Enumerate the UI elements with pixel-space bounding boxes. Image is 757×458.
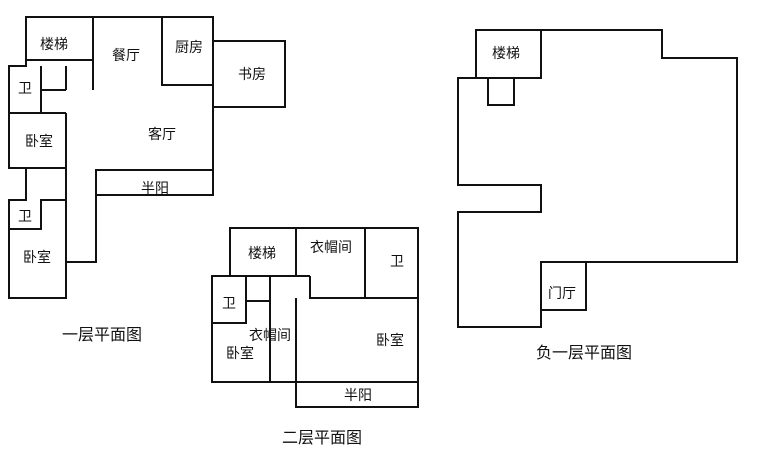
floor1-plan: 楼梯 餐厅 厨房 书房 卫 客厅 卧室 半阳 卫 卧室 一层平面图 — [8, 16, 286, 344]
floor1-outline — [8, 16, 214, 299]
floor1-study-walls — [213, 40, 286, 108]
floor2-bedroom-left-label: 卧室 — [226, 345, 254, 362]
floor2-closet-top-label: 衣帽间 — [310, 240, 352, 256]
floor2-stairs-label: 楼梯 — [248, 246, 276, 262]
basement-interior-walls — [476, 30, 586, 310]
floor1-living-label: 客厅 — [148, 126, 176, 143]
floor1-interior-walls — [9, 17, 213, 262]
floor2-bath-right-label: 卫 — [390, 254, 404, 270]
floor1-kitchen-label: 厨房 — [175, 40, 203, 56]
floor1-bath-upper-label: 卫 — [18, 81, 32, 97]
floor1-bedroom-upper-label: 卧室 — [25, 133, 53, 150]
basement-foyer-label: 门厅 — [548, 286, 576, 302]
floor2-balcony-label: 半阳 — [344, 388, 372, 404]
floor1-bedroom-lower-label: 卧室 — [23, 249, 51, 266]
floor1-balcony-label: 半阳 — [141, 181, 169, 197]
floor2-bedroom-right-label: 卧室 — [376, 332, 404, 349]
floor1-dining-label: 餐厅 — [112, 48, 140, 64]
floor2-caption: 二层平面图 — [282, 428, 362, 447]
floor2-closet-mid-label: 衣帽间 — [249, 328, 291, 344]
floor2-plan: 楼梯 衣帽间 卫 卫 衣帽间 卧室 卧室 半阳 二层平面图 — [211, 227, 419, 447]
floor1-study-label: 书房 — [238, 67, 266, 83]
basement-outline — [457, 29, 738, 328]
basement-plan: 楼梯 门厅 负一层平面图 — [457, 29, 738, 362]
floor1-stairs-label: 楼梯 — [40, 37, 68, 53]
basement-stairs-label: 楼梯 — [492, 46, 520, 62]
floor2-interior-walls — [212, 228, 418, 383]
floor1-bath-lower-label: 卫 — [18, 209, 32, 225]
floor2-bath-left-label: 卫 — [222, 296, 236, 312]
floor1-caption: 一层平面图 — [62, 325, 142, 344]
basement-caption: 负一层平面图 — [536, 343, 632, 362]
